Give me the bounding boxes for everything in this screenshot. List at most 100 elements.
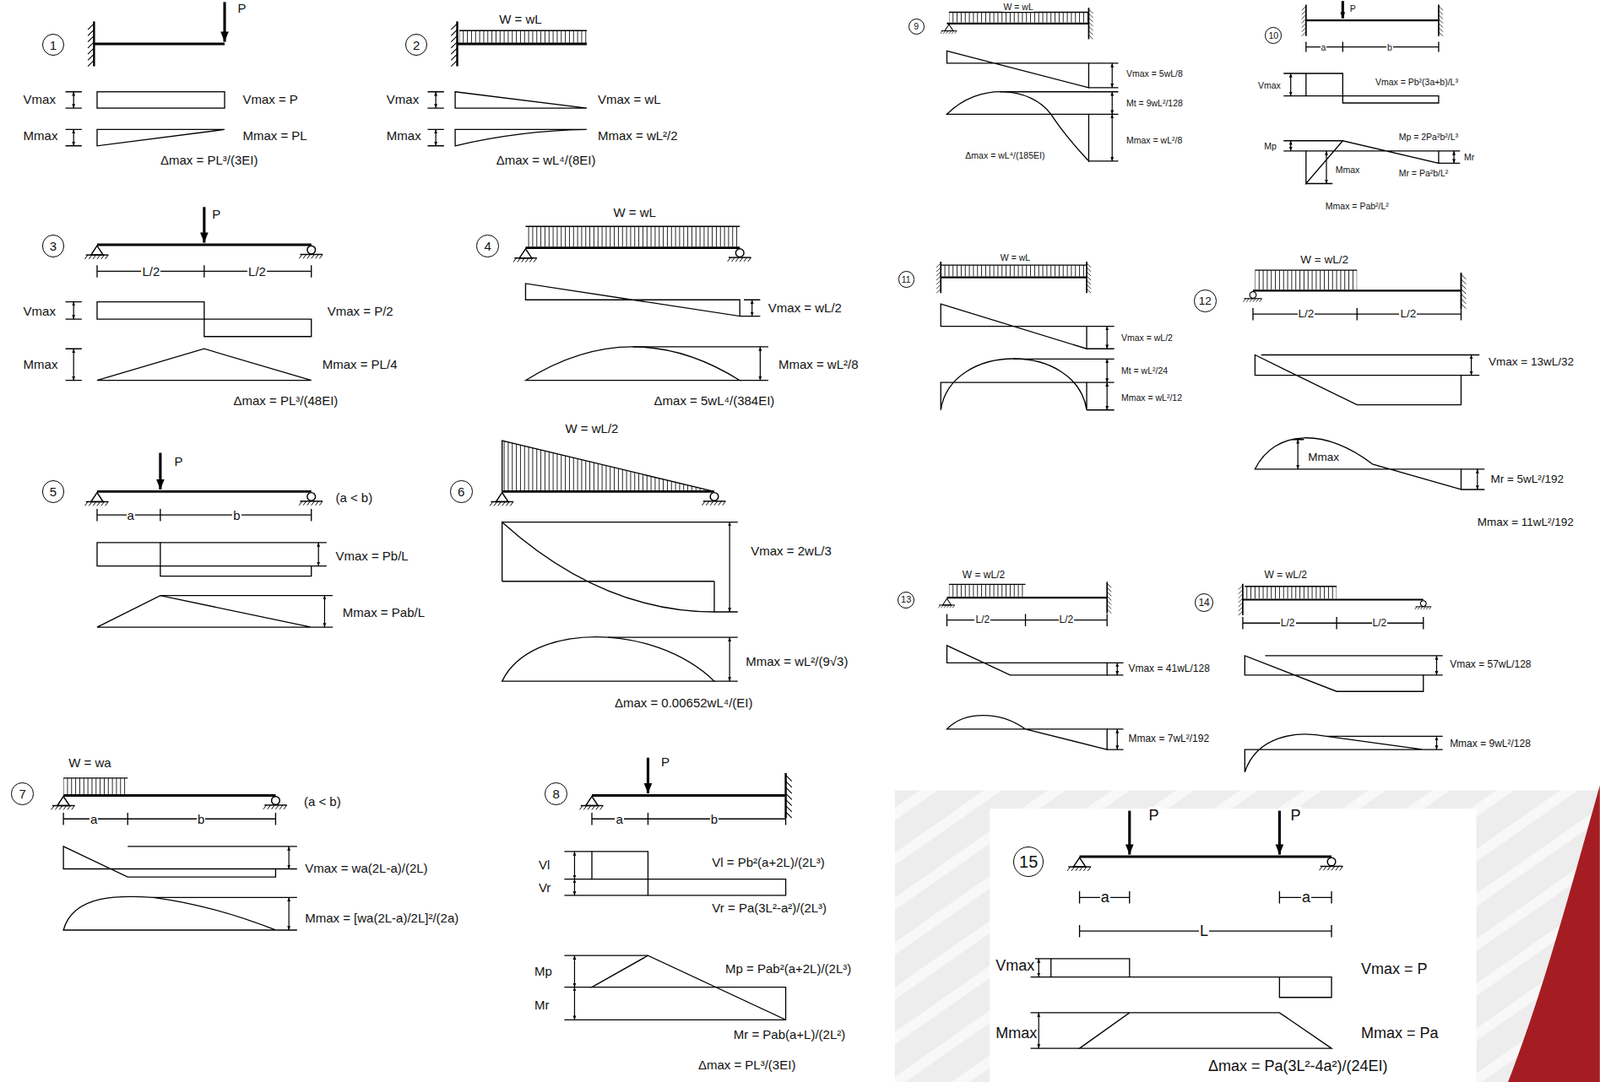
formula-label: W = wL	[1002, 1, 1034, 12]
formula-label: Mr = Pab(a+L)/(2L²)	[732, 1027, 847, 1042]
simple-beam-two-loads-part	[1319, 857, 1344, 871]
simple-beam-center-load-part	[73, 348, 75, 380]
simple-beam-center-load-part	[73, 302, 75, 320]
propped-cantilever-half-load-part	[949, 584, 1026, 586]
simple-beam-two-loads-part	[1067, 857, 1091, 872]
callout-circle: 5	[42, 480, 66, 504]
simple-beam-partial-load-part	[63, 896, 276, 931]
formula-label: Vmax	[22, 92, 57, 107]
cantilever-uniform-load-part	[455, 92, 587, 109]
formula-label: Δmax = PL³/(48EI)	[232, 393, 339, 408]
formula-label: Vmax	[1257, 80, 1282, 91]
propped-beam-half-load-part	[1261, 354, 1486, 489]
formula-label: b	[1386, 42, 1394, 53]
fixed-roller-half-load-part	[1238, 584, 1243, 616]
callout-number: 10	[1268, 31, 1279, 41]
propped-beam-half-load-part	[1254, 270, 1357, 290]
callout-number: 1	[49, 38, 57, 52]
formula-label: W = wL/2	[1263, 569, 1308, 582]
propped-cantilever-half-load-part	[946, 645, 1107, 676]
formula-label: Δmax = wL⁴/(185EI)	[964, 150, 1046, 161]
formula-label: Vl	[537, 857, 551, 873]
formula-label: Δmax = 0.00652wL⁴/(EI)	[613, 695, 754, 711]
propped-beam-half-load-part	[1254, 270, 1357, 272]
fixed-beam-uniform-load-part	[940, 303, 1087, 349]
simple-beam-center-load-part	[65, 302, 82, 381]
fixed-beam-uniform-load-part	[1086, 261, 1091, 293]
simple-beam-uniform-load-part	[525, 347, 740, 381]
simple-beam-offset-load-part	[97, 596, 312, 628]
formula-label: P	[1349, 3, 1357, 14]
cantilever-point-load-part	[93, 43, 225, 46]
formula-label: L	[1198, 922, 1210, 941]
cantilever-uniform-load-part	[457, 43, 587, 46]
cantilever-uniform-load-part	[459, 30, 587, 43]
formula-label: Δmax = Pa(3L²-4a²)/(24EI)	[1207, 1057, 1389, 1076]
simple-beam-uniform-load-part	[525, 283, 740, 317]
propped-cantilever-half-load-part	[1106, 662, 1123, 750]
callout-number: 7	[18, 787, 26, 801]
formula-label: Δmax = wL⁴/(8EI)	[495, 152, 597, 168]
callout-number: 2	[412, 38, 420, 52]
fixed-roller-half-load	[1238, 584, 1443, 773]
callout-number: 14	[1198, 597, 1210, 608]
simple-beam-uniform-load-part	[525, 226, 740, 247]
cantilever-point-load-part	[73, 129, 75, 146]
fixed-beam-uniform-load-part	[940, 276, 1087, 279]
propped-cantilever-uniform-load-part	[999, 63, 1118, 162]
cantilever-point-load-part	[73, 92, 75, 109]
fixed-beam-point-load-part	[1453, 151, 1454, 163]
propped-cantilever-point-load-part	[786, 773, 792, 819]
formula-label: Mmax = 9wL²/128	[1448, 738, 1532, 751]
formula-label: a	[1100, 889, 1111, 907]
formula-label: Mr	[1463, 151, 1476, 163]
formula-label: W = wL/2	[564, 421, 619, 436]
formula-label: Mmax = wL²/(9√3)	[744, 654, 849, 669]
cantilever-point-load-part	[87, 21, 94, 66]
fixed-roller-half-load-part	[1415, 601, 1432, 611]
callout-circle: 10	[1264, 27, 1282, 44]
formula-label: Vmax	[994, 957, 1036, 976]
simple-beam-center-load-part	[97, 265, 312, 277]
simple-beam-triangular-load-part	[502, 490, 715, 494]
fixed-beam-uniform-load-part	[936, 261, 941, 293]
propped-cantilever-point-load	[564, 758, 792, 1021]
simple-beam-partial-load-part	[127, 846, 298, 931]
callout-number: 11	[901, 275, 912, 285]
fixed-beam-uniform-load-part	[1106, 326, 1108, 350]
propped-beam-half-load-part	[1470, 354, 1472, 375]
formula-label: L/2	[1058, 614, 1075, 627]
simple-beam-triangular-load-part	[502, 440, 715, 492]
propped-cantilever-point-load-part	[574, 851, 575, 880]
fixed-beam-uniform-load-part	[940, 264, 1087, 266]
propped-cantilever-half-load-part	[946, 715, 1107, 750]
formula-label: L/2	[1372, 618, 1389, 630]
formula-label: Mmax	[22, 357, 60, 372]
callout-number: 15	[1019, 853, 1038, 871]
propped-cantilever-point-load-part	[646, 758, 650, 794]
simple-beam-triangular-load-part	[502, 637, 715, 683]
formula-label: Vmax = wa(2L-a)/(2L)	[303, 861, 429, 876]
cantilever-uniform-load-part	[450, 21, 457, 66]
callout-circle: 11	[898, 271, 915, 288]
formula-label: P	[1148, 807, 1161, 825]
fixed-beam-uniform-load-part	[1106, 358, 1108, 383]
formula-label: Mr = 5wL²/192	[1489, 472, 1565, 487]
formula-label: W = wL/2	[961, 569, 1006, 582]
simple-beam-triangular-load-part	[489, 493, 514, 507]
fixed-beam-point-load-part	[1283, 73, 1460, 184]
propped-cantilever-uniform-load-part	[946, 92, 1089, 162]
simple-beam-uniform-load-part	[525, 226, 740, 228]
formula-label: P	[211, 206, 222, 222]
formula-label: Vmax = wL/2	[767, 300, 843, 315]
formula-label: Mt = 9wL²/128	[1125, 97, 1184, 109]
callout-circle: 7	[10, 782, 34, 806]
formula-label: W = wL	[612, 205, 657, 220]
formula-label: L/2	[974, 614, 991, 627]
cantilever-uniform-load-part	[455, 129, 587, 146]
formula-label: Vmax = P/2	[326, 303, 395, 319]
propped-beam-half-load-part	[1252, 289, 1461, 292]
simple-beam-offset-load-part	[160, 542, 333, 628]
simple-beam-center-load-part	[97, 302, 312, 337]
propped-cantilever-uniform-load	[940, 7, 1119, 162]
